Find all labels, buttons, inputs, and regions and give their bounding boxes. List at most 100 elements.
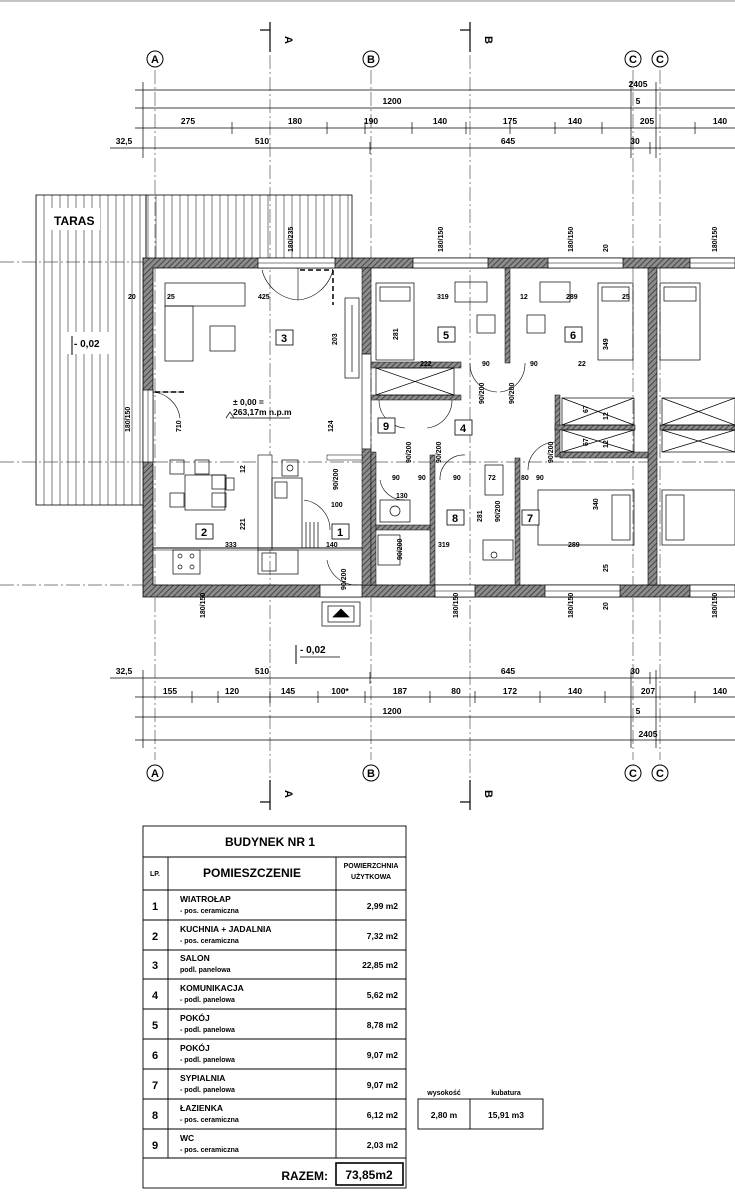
inner-dim-25-c: 25 [603,564,610,572]
table-row: 6 POKÓJ - podl. panelowa 9,07 m2 [152,1042,398,1064]
table-col-area-2: UŻYTKOWA [351,873,391,881]
inner-dim-349: 349 [603,338,610,350]
row-name: KOMUNIKACJA [180,983,244,993]
axis-markers-top: A B C C [146,50,669,68]
room-number-5: 5 [443,330,449,342]
room-number-1: 1 [337,527,343,539]
row-area: 22,85 m2 [362,960,398,970]
inner-dim-12-d: 12 [603,440,610,448]
dim-bottom-seg-b0: 510 [255,666,269,676]
row-lp: 5 [152,1020,158,1032]
inner-dim-20-a: 20 [128,294,136,301]
furniture [164,281,735,627]
row-area: 2,99 m2 [367,901,398,911]
dim-bottom-seg-a4: 187 [393,686,407,696]
inner-dim-100: 100 [331,502,343,509]
row-name: WC [180,1133,194,1143]
table-row: 8 ŁAZIENKA - pos. ceramiczna 6,12 m2 [152,1103,398,1124]
section-marks: A B A B [260,22,494,810]
table-col-lp: LP. [150,871,160,878]
axis-label-c1-bottom: C [629,768,637,780]
opening-tag-2: 180/150 [438,227,445,252]
row-area: 8,78 m2 [367,1020,398,1030]
axis-label-b-top: B [367,54,375,66]
inner-dim-203: 203 [332,333,339,345]
dim-bottom-seg-a7: 140 [568,686,582,696]
row-area: 9,07 m2 [367,1050,398,1060]
inner-dim-12-c: 12 [603,412,610,420]
opening-tags: 180/235 180/150 180/150 180/150 180/150 … [125,227,719,618]
dim-bottom-seg-a1: 120 [225,686,239,696]
opening-tag-11: 90/200 [509,382,516,404]
row-name: SYPIALNIA [180,1073,225,1083]
inner-dim-319-b: 319 [438,542,450,549]
dim-top-2405: 2405 [629,79,648,89]
axis-label-a-top: A [151,54,159,66]
table-row: 3 SALON podl. panelowa 22,85 m2 [152,953,398,974]
row-lp: 7 [152,1080,158,1092]
row-name: POKÓJ [180,1042,210,1053]
row-lp: 1 [152,901,158,913]
zero-level-2: 263,17m n.p.m [233,407,292,417]
side-volume-value: 15,91 m3 [488,1110,524,1120]
row-finish: - pos. ceramiczna [180,938,239,945]
row-area: 2,03 m2 [367,1140,398,1150]
inner-dim-25-b: 25 [622,294,630,301]
table-title: BUDYNEK NR 1 [225,835,315,849]
side-volume-label: kubatura [491,1090,521,1097]
inner-dim-289-b: 289 [568,542,580,549]
dim-bottom-seg-a2: 145 [281,686,295,696]
opening-tag-9: 180/150 [568,593,575,618]
opening-tag-15: 90/200 [333,468,340,490]
terrace-level: - 0,02 [74,339,100,350]
dim-top-seg-a4: 175 [503,116,517,126]
opening-tag-14: 90/200 [548,441,555,463]
row-name: KUCHNIA + JADALNIA [180,924,272,934]
row-lp: 8 [152,1110,158,1122]
dim-top-seg-a1: 180 [288,116,302,126]
dim-top-seg-b0: 510 [255,136,269,146]
inner-dim-281-b: 281 [477,510,484,522]
row-finish: - podl. panelowa [180,997,235,1004]
section-label-a-top: A [282,36,294,44]
inner-dim-72: 72 [488,475,496,482]
zero-level-1: ± 0,00 = [233,397,264,407]
dim-top-seg-a5: 140 [568,116,582,126]
opening-tag-13: 90/200 [436,441,443,463]
inner-dim-90-e: 90 [453,475,461,482]
inner-dim-90-a: 90 [482,361,490,368]
inner-dim-67-b: 67 [583,438,590,446]
table-row: 1 WIATROŁAP - pos. ceramiczna 2,99 m2 [152,894,398,915]
row-area: 6,12 m2 [367,1110,398,1120]
table-row: 9 WC - pos. ceramiczna 2,03 m2 [152,1133,398,1154]
axis-label-c2-top: C [656,54,664,66]
row-finish: podl. panelowa [180,967,231,974]
dim-top-1200: 1200 [383,96,402,106]
opening-tag-4: 180/150 [712,227,719,252]
row-area: 9,07 m2 [367,1080,398,1090]
dimension-lines-bottom [110,670,735,748]
dim-bottom-seg-a9: 140 [713,686,727,696]
terrace-label: TARAS [54,214,94,228]
axis-label-b-bottom: B [367,768,375,780]
opening-tag-17: 90/200 [495,500,502,522]
dim-top-offset: 32,5 [116,136,133,146]
room-number-9: 9 [383,421,389,433]
inner-dim-90-b: 90 [530,361,538,368]
dim-bottom-1200: 1200 [383,706,402,716]
dim-bottom-2405: 2405 [639,729,658,739]
room-number-4: 4 [460,423,467,435]
dim-bottom-5: 5 [636,706,641,716]
inner-dim-140: 140 [326,542,338,549]
axis-label-c1-top: C [629,54,637,66]
dim-bottom-seg-a5: 80 [451,686,461,696]
opening-tag-3: 180/150 [568,227,575,252]
inner-dim-710: 710 [176,420,183,432]
terrace [35,194,353,506]
opening-tag-16: 90/200 [397,538,404,560]
row-lp: 6 [152,1050,158,1062]
table-rows: 1 WIATROŁAP - pos. ceramiczna 2,99 m2 2 … [152,894,398,1154]
inner-dim-12-b: 12 [240,465,247,473]
dim-top-seg-a2: 190 [364,116,378,126]
opening-tag-5: 180/150 [125,407,132,432]
